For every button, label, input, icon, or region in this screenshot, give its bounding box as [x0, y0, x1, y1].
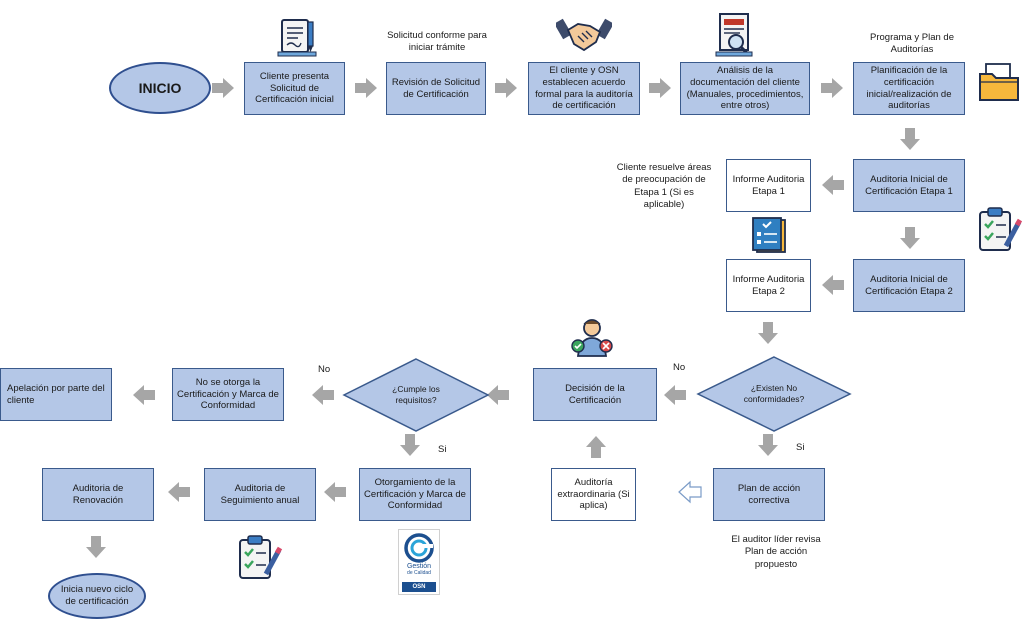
box-planificacion-label: Planificación de la certificación inicia…	[866, 64, 952, 112]
clipboard-check-icon	[979, 207, 1022, 251]
box-informe-etapa1-label: Informe Auditoria Etapa 1	[732, 173, 805, 197]
arrow-down	[758, 434, 778, 456]
box-auditoria-etapa1-label: Auditoria Inicial de Certificación Etapa…	[865, 173, 953, 197]
box-renovacion: Auditoria de Renovación	[42, 468, 154, 521]
quality-seal-mark	[404, 533, 434, 563]
box-seguimiento-label: Auditoria de Seguimiento anual	[220, 482, 300, 506]
box-extraordinaria: Auditoría extraordinaria (Si aplica)	[551, 468, 636, 521]
box-informe-etapa2-label: Informe Auditoria Etapa 2	[732, 273, 805, 297]
arrow-left	[324, 482, 346, 502]
box-acuerdo: El cliente y OSN establecen acuerdo form…	[528, 62, 640, 115]
note-solicitud-conforme: Solicitud conforme para iniciar trámite	[387, 30, 487, 54]
arrow-right	[649, 78, 671, 98]
start-oval: INICIO	[109, 62, 211, 114]
person-decision-icon	[571, 319, 613, 357]
arrow-left	[664, 385, 686, 405]
label-si-cumple: Si	[438, 444, 447, 455]
arrow-right	[495, 78, 517, 98]
folder-icon	[979, 63, 1019, 101]
arrow-left	[822, 275, 844, 295]
arrow-up	[586, 436, 606, 458]
box-auditoria-etapa2-label: Auditoria Inicial de Certificación Etapa…	[865, 273, 953, 297]
box-apelacion-label: Apelación por parte del cliente	[7, 382, 105, 406]
box-plan-accion-label: Plan de acción correctiva	[737, 482, 801, 506]
arrow-down	[400, 434, 420, 456]
box-informe-etapa2: Informe Auditoria Etapa 2	[726, 259, 811, 312]
quality-seal-icon: Gestión de Calidad OSN	[398, 529, 440, 595]
box-no-otorga-label: No se otorga la Certificación y Marca de…	[177, 376, 279, 412]
box-informe-etapa1: Informe Auditoria Etapa 1	[726, 159, 811, 212]
end-oval-label: Inicia nuevo ciclo de certificación	[60, 584, 134, 607]
note-auditor-revisa: El auditor líder revisa Plan de acción p…	[731, 534, 821, 570]
box-apelacion: Apelación por parte del cliente	[0, 368, 112, 421]
label-no-cumple: No	[318, 364, 331, 375]
note-cliente-resuelve: Cliente resuelve áreas de preocupación d…	[616, 162, 712, 211]
box-analisis: Análisis de la documentación del cliente…	[680, 62, 810, 115]
arrow-left-outline	[678, 480, 702, 504]
box-decision: Decisión de la Certificación	[533, 368, 657, 421]
arrow-left	[487, 385, 509, 405]
arrow-left	[312, 385, 334, 405]
box-cliente-presenta: Cliente presenta Solicitud de Certificac…	[244, 62, 345, 115]
box-decision-label: Decisión de la Certificación	[565, 382, 625, 406]
arrow-left	[133, 385, 155, 405]
diamond-nc	[696, 356, 852, 432]
end-oval: Inicia nuevo ciclo de certificación	[48, 573, 146, 619]
diamond-nc-label: ¿Existen No conformidades?	[743, 383, 805, 404]
box-no-otorga: No se otorga la Certificación y Marca de…	[172, 368, 284, 421]
arrow-right	[212, 78, 234, 98]
box-analisis-label: Análisis de la documentación del cliente…	[686, 64, 804, 112]
label-si-nc: Si	[796, 442, 805, 453]
seal-line2: de Calidad	[407, 569, 431, 576]
arrow-down	[900, 128, 920, 150]
box-extraordinaria-label: Auditoría extraordinaria (Si aplica)	[557, 476, 630, 512]
checklist-icon	[752, 217, 786, 253]
box-acuerdo-label: El cliente y OSN establecen acuerdo form…	[535, 64, 633, 112]
clipboard-check-icon	[239, 535, 283, 579]
arrow-left	[168, 482, 190, 502]
note-programa: Programa y Plan de Auditorías	[870, 32, 954, 56]
document-pen-icon	[277, 19, 317, 57]
box-auditoria-etapa1: Auditoria Inicial de Certificación Etapa…	[853, 159, 965, 212]
arrow-right	[821, 78, 843, 98]
arrow-down	[86, 536, 106, 558]
arrow-left	[822, 175, 844, 195]
box-revision: Revisión de Solicitud de Certificación	[386, 62, 486, 115]
arrow-down	[900, 227, 920, 249]
arrow-down	[758, 322, 778, 344]
box-plan-accion: Plan de acción correctiva	[713, 468, 825, 521]
arrow-right	[355, 78, 377, 98]
box-seguimiento: Auditoria de Seguimiento anual	[204, 468, 316, 521]
box-otorgamiento: Otorgamiento de la Certificación y Marca…	[359, 468, 471, 521]
seal-line1: Gestión	[406, 563, 432, 570]
diamond-cumple	[342, 358, 490, 432]
box-renovacion-label: Auditoria de Renovación	[72, 482, 124, 506]
box-otorgamiento-label: Otorgamiento de la Certificación y Marca…	[364, 476, 466, 512]
box-cliente-presenta-label: Cliente presenta Solicitud de Certificac…	[255, 70, 334, 106]
start-label: INICIO	[138, 80, 182, 96]
box-auditoria-etapa2: Auditoria Inicial de Certificación Etapa…	[853, 259, 965, 312]
label-no-nc: No	[673, 362, 686, 373]
handshake-icon	[556, 18, 612, 52]
seal-line3: OSN	[402, 582, 436, 592]
box-revision-label: Revisión de Solicitud de Certificación	[391, 76, 481, 100]
diamond-cumple-label: ¿Cumple los requisitos?	[392, 384, 440, 405]
document-search-icon	[715, 13, 753, 57]
box-planificacion: Planificación de la certificación inicia…	[853, 62, 965, 115]
